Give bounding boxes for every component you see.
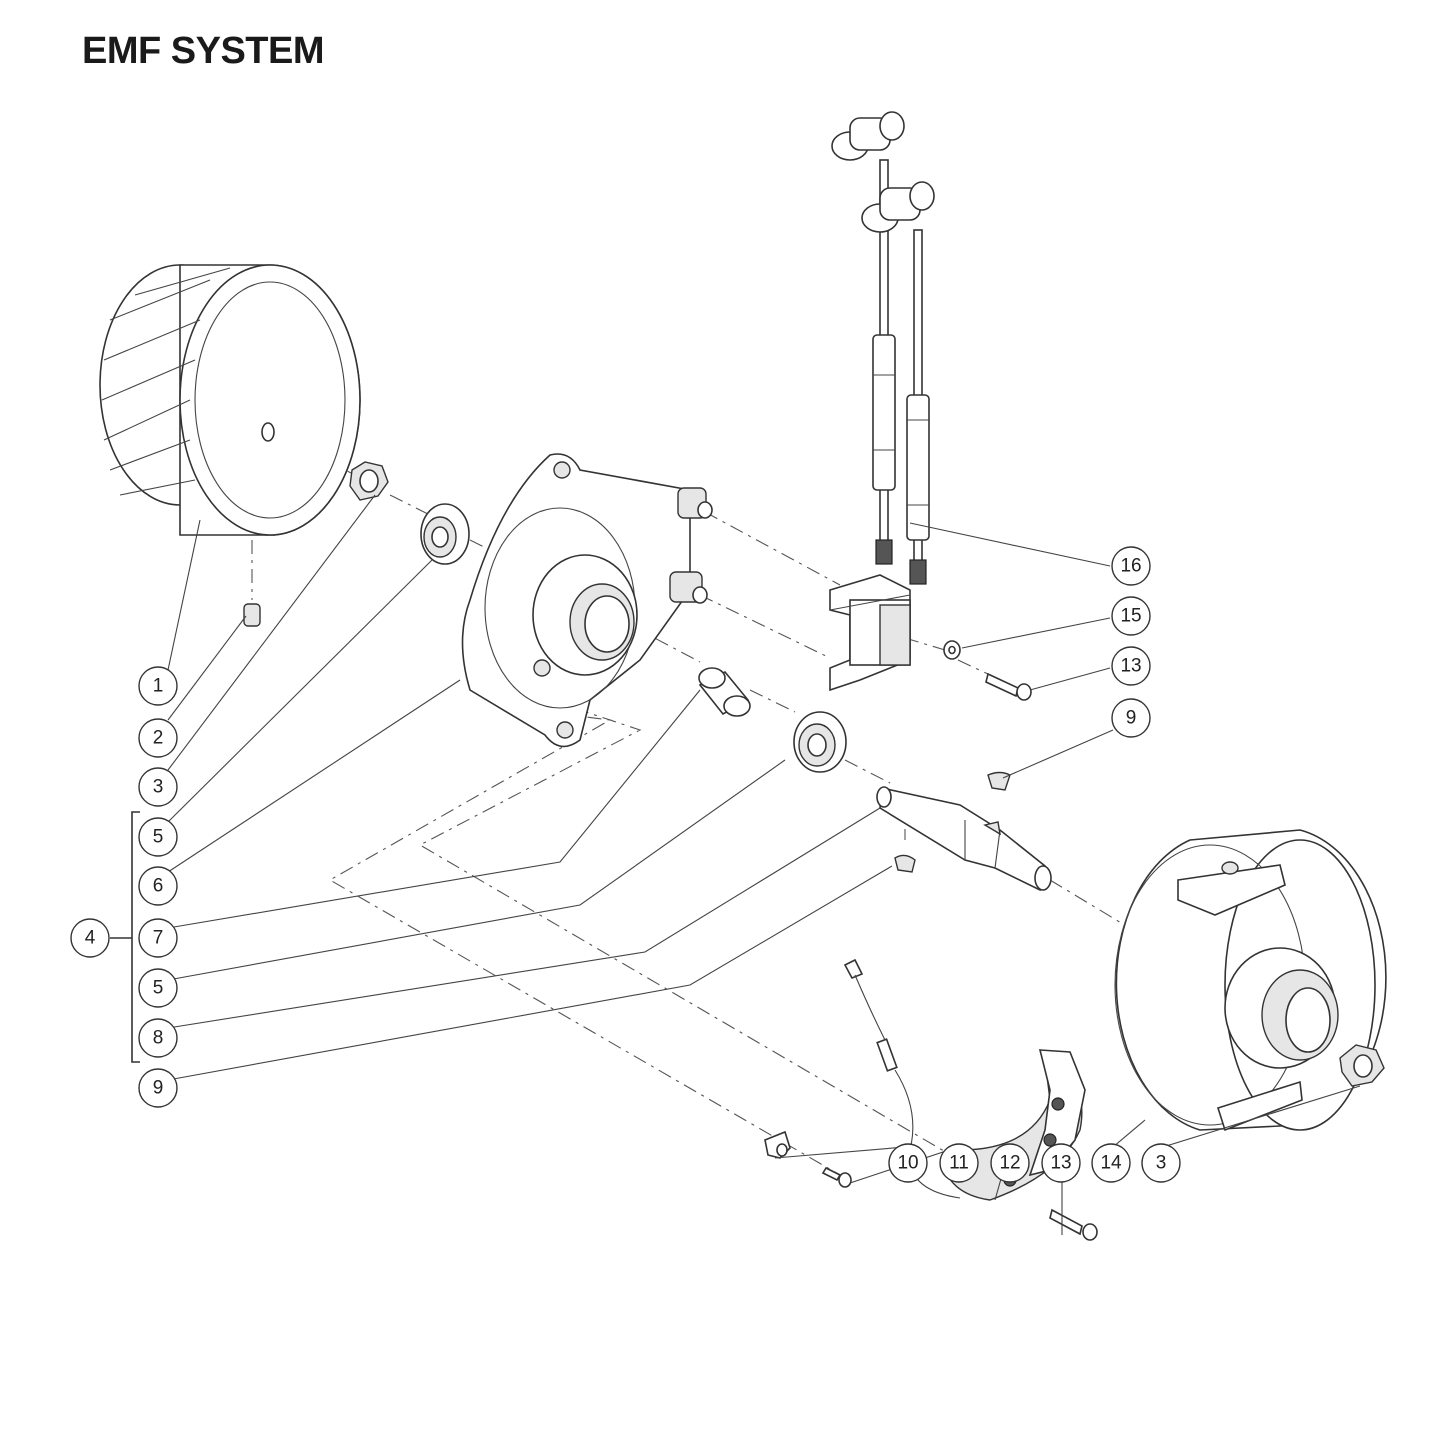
callout-11: 11 [939, 1143, 979, 1183]
svg-text:5: 5 [153, 827, 164, 848]
bearing-right [793, 711, 847, 773]
callout-5: 5 [138, 968, 178, 1008]
svg-text:1: 1 [153, 676, 164, 697]
svg-text:8: 8 [153, 1028, 164, 1049]
blower-wheel [99, 264, 361, 627]
callout-4: 4 [70, 918, 110, 958]
callout-10: 10 [888, 1143, 928, 1183]
leader-lines [167, 494, 1361, 1235]
svg-text:10: 10 [897, 1153, 918, 1174]
callout-15: 15 [1111, 596, 1151, 636]
svg-text:15: 15 [1120, 606, 1141, 627]
callout-14: 14 [1091, 1143, 1131, 1183]
svg-text:9: 9 [1126, 708, 1137, 729]
svg-text:14: 14 [1100, 1153, 1122, 1174]
callout-2: 2 [138, 718, 178, 758]
spacer [698, 667, 751, 717]
bearing-left [420, 503, 470, 565]
svg-text:4: 4 [85, 928, 96, 949]
svg-text:5: 5 [153, 978, 164, 999]
callout-5: 5 [138, 817, 178, 857]
shaft [876, 786, 1052, 892]
svg-text:11: 11 [949, 1153, 969, 1174]
ignition-leads [831, 111, 935, 585]
callout-8: 8 [138, 1018, 178, 1058]
page-title: EMF SYSTEM [82, 30, 325, 72]
svg-text:6: 6 [153, 876, 164, 897]
svg-text:13: 13 [1050, 1153, 1071, 1174]
svg-text:16: 16 [1120, 556, 1141, 577]
clip-and-screw [764, 1130, 852, 1188]
callout-7: 7 [138, 918, 178, 958]
callout-12: 12 [990, 1143, 1030, 1183]
svg-text:7: 7 [153, 928, 164, 949]
callout-9: 9 [138, 1068, 178, 1108]
callout-13: 13 [1111, 646, 1151, 686]
screws [985, 672, 1098, 1241]
end-plate-housing [461, 453, 713, 748]
callout-3: 3 [138, 767, 178, 807]
svg-text:3: 3 [1156, 1153, 1167, 1174]
svg-text:3: 3 [153, 777, 164, 798]
group-4-bracket [110, 811, 140, 1063]
callout-13: 13 [1041, 1143, 1081, 1183]
hex-nut-2 [349, 461, 389, 501]
callout-1: 1 [138, 666, 178, 706]
washer [943, 640, 961, 660]
callout-9: 9 [1111, 698, 1151, 738]
flywheel [1114, 829, 1387, 1132]
svg-text:13: 13 [1120, 656, 1141, 677]
svg-text:2: 2 [153, 728, 164, 749]
callout-6: 6 [138, 866, 178, 906]
callout-3: 3 [1141, 1143, 1181, 1183]
ignition-coil [829, 574, 911, 692]
callout-16: 16 [1111, 546, 1151, 586]
svg-text:9: 9 [153, 1078, 164, 1099]
svg-text:12: 12 [999, 1153, 1020, 1174]
